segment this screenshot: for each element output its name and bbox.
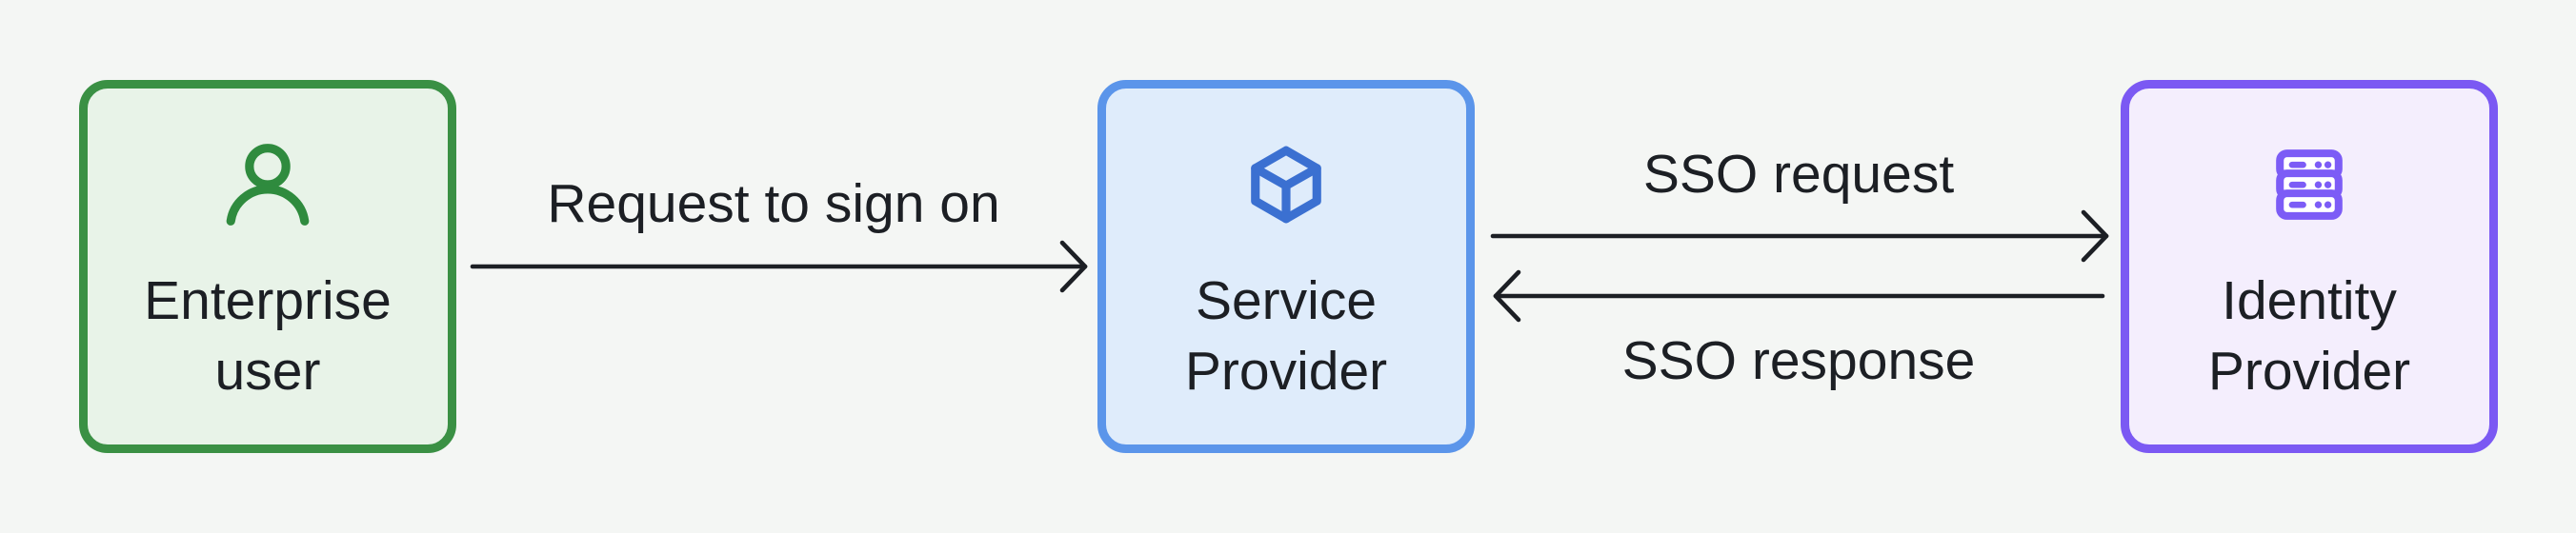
node-label-enterprise-user: Enterprise user [144,270,392,402]
node-label-service-provider: Service Provider [1184,270,1388,402]
node-enterprise-user: Enterprise user [79,80,456,453]
node-service-provider: Service Provider [1097,80,1475,453]
arrow-sso-response [1493,269,2105,323]
server-stack-icon [2269,142,2349,227]
user-icon [220,142,315,227]
edge-label-request-to-sign-on: Request to sign on [547,173,1000,234]
arrow-sso-request [1490,209,2109,263]
edge-label-sso-request: SSO request [1642,144,1955,205]
node-label-identity-provider: Identity Provider [2207,270,2411,402]
cube-icon [1245,142,1327,227]
edge-label-sso-response: SSO response [1621,330,1976,391]
node-identity-provider: Identity Provider [2121,80,2498,453]
arrow-request-to-sign-on [470,240,1088,293]
